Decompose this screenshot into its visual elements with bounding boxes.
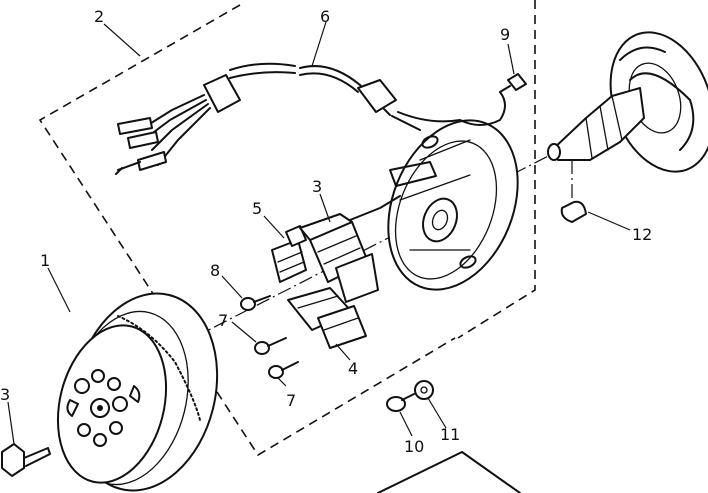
leader-9 — [507, 43, 515, 75]
leader-12 — [587, 211, 631, 231]
callout-6: 6 — [320, 7, 330, 26]
leader-7b — [277, 377, 287, 387]
screw-10 — [386, 393, 415, 412]
callout-1: 1 — [40, 251, 50, 270]
screw-8 — [240, 295, 271, 311]
flywheel-bolt — [1, 443, 51, 477]
callout-8: 8 — [210, 261, 220, 280]
callout-7-lower: 7 — [286, 391, 296, 410]
washer-11 — [414, 380, 434, 400]
leader-4 — [335, 343, 351, 361]
leader-3 — [319, 193, 331, 223]
stator-base-plate — [387, 119, 519, 291]
screw-7-lower — [268, 361, 299, 379]
leader-5 — [263, 215, 285, 239]
crankshaft-end-assembly — [547, 31, 708, 173]
leader-1 — [47, 267, 71, 313]
callout-9: 9 — [500, 25, 510, 44]
callout-4: 4 — [348, 359, 358, 378]
leader-2 — [103, 23, 141, 57]
callout-12: 12 — [632, 225, 652, 244]
leader-7a — [231, 321, 257, 343]
callout-2: 2 — [94, 7, 104, 26]
reference-line-bottom — [377, 451, 521, 493]
exciter-coil — [287, 287, 367, 349]
screw-9 — [499, 73, 527, 93]
center-axis-line — [149, 149, 561, 361]
woodruff-key — [560, 200, 587, 223]
pickup-coil — [271, 225, 307, 283]
leader-8 — [221, 275, 243, 299]
leader-11 — [427, 397, 447, 429]
flywheel — [56, 292, 219, 492]
callout-7-upper: 7 — [218, 311, 228, 330]
callout-3: 3 — [312, 177, 322, 196]
leader-10 — [399, 411, 413, 437]
callout-11: 11 — [440, 425, 460, 444]
assembly-boundary-right-dashed — [457, 0, 536, 339]
leader-13 — [7, 401, 15, 445]
callout-5: 5 — [252, 199, 262, 218]
screw-7-upper — [254, 337, 287, 355]
callout-10: 10 — [404, 437, 424, 456]
leader-6 — [311, 21, 327, 67]
callout-3-bolt: 3 — [0, 385, 10, 404]
lead-wire-harness — [115, 62, 506, 175]
lighting-coil — [299, 195, 401, 303]
